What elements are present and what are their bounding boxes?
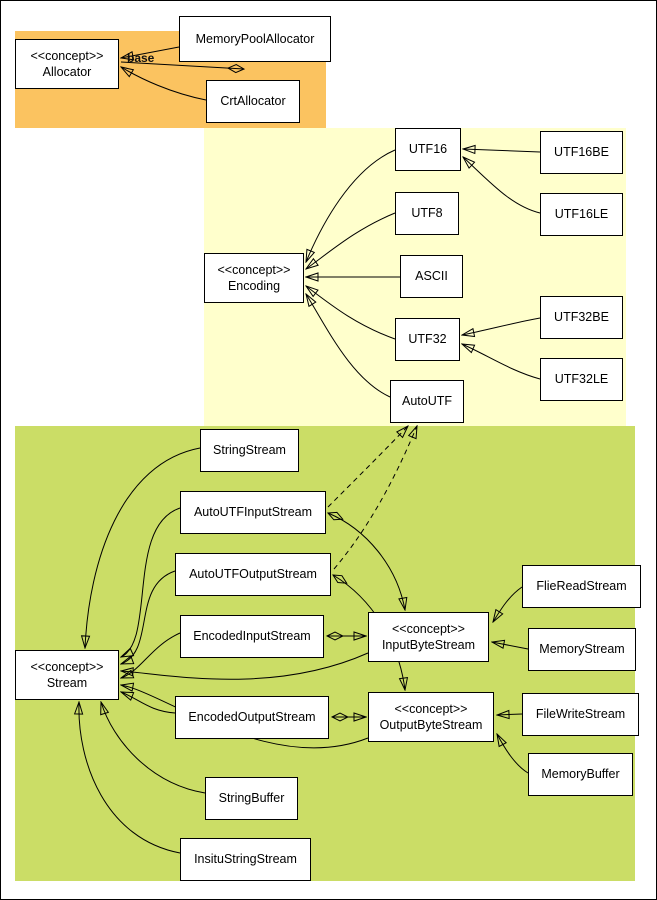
node-insitu-string-stream: InsituStringStream	[180, 838, 311, 881]
node-file-write-stream: FileWriteStream	[522, 693, 639, 736]
node-label: UTF16	[408, 142, 448, 157]
node-label: AutoUTF	[401, 394, 452, 409]
node-label: Encoding	[227, 279, 281, 293]
node-label: UTF16LE	[554, 207, 609, 222]
node-label: MemoryPoolAllocator	[195, 31, 315, 46]
node-utf16le: UTF16LE	[540, 193, 623, 236]
node-label: AutoUTFOutputStream	[189, 567, 317, 582]
edge-encodedoutputstream-stream	[121, 692, 176, 714]
node-stereotype: <<concept>>	[394, 701, 468, 716]
node-flie-read-stream: FlieReadStream	[522, 565, 641, 608]
node-memory-stream: MemoryStream	[528, 628, 636, 671]
edge-autoutf-encoding	[306, 294, 391, 398]
node-label: CrtAllocator	[220, 94, 286, 109]
node-ascii: ASCII	[400, 255, 463, 298]
node-label: MemoryBuffer	[541, 767, 620, 782]
node-autoutf-output-stream: AutoUTFOutputStream	[175, 553, 331, 596]
node-label: FileWriteStream	[535, 707, 626, 722]
node-label: MemoryStream	[539, 642, 625, 657]
edge-utf16be-utf16	[463, 149, 541, 152]
node-label: UTF32	[408, 332, 447, 347]
node-utf16: UTF16	[395, 128, 461, 171]
node-memory-buffer: MemoryBuffer	[528, 753, 633, 796]
node-label: EncodedInputStream	[193, 629, 311, 644]
node-stream-concept: <<concept>> Stream	[15, 650, 119, 700]
edge-crtallocator-allocator-realization	[121, 67, 207, 101]
node-utf32: UTF32	[395, 318, 460, 361]
node-autoutf: AutoUTF	[390, 380, 464, 423]
node-utf8: UTF8	[395, 192, 459, 235]
node-encoding-concept: <<concept>> Encoding	[204, 253, 304, 303]
edge-insitustringstream-stream	[79, 702, 181, 854]
node-label: StringStream	[213, 443, 286, 458]
node-label: UTF16BE	[554, 145, 609, 160]
node-label: AutoUTFInputStream	[193, 505, 313, 520]
edge-fliereadstream-inputbytestream	[493, 586, 523, 622]
node-crt-allocator: CrtAllocator	[206, 80, 300, 123]
edge-memorybuffer-outputbytestream	[497, 734, 529, 774]
edge-autoutfinputstream-stream	[121, 507, 181, 657]
edge-filewritestream-outputbytestream	[497, 714, 523, 715]
edge-utf8-encoding	[306, 212, 396, 269]
node-encoded-input-stream: EncodedInputStream	[180, 615, 324, 658]
edge-autoutfoutputstream-autoutf-dependency	[333, 426, 417, 570]
node-memory-pool-allocator: MemoryPoolAllocator	[179, 16, 331, 62]
edge-inputbytestream-stream	[121, 652, 369, 680]
edge-autoutfinputstream-autoutf-dependency	[327, 426, 408, 508]
node-label: FlieReadStream	[536, 579, 627, 594]
edge-autoutfoutputstream-stream	[121, 570, 176, 664]
node-utf32le: UTF32LE	[540, 358, 623, 401]
node-string-buffer: StringBuffer	[205, 777, 298, 820]
base-edge-label: base	[127, 51, 155, 65]
node-label: Allocator	[42, 65, 92, 79]
node-stereotype: <<concept>>	[217, 262, 291, 277]
node-utf32be: UTF32BE	[540, 296, 623, 339]
node-string-stream: StringStream	[200, 429, 299, 472]
node-label: StringBuffer	[218, 791, 285, 806]
node-label: EncodedOutputStream	[188, 710, 316, 725]
edge-stringbuffer-stream	[101, 702, 206, 794]
node-label: UTF8	[411, 206, 443, 221]
node-stereotype: <<concept>>	[392, 621, 465, 636]
edge-memorystream-inputbytestream	[492, 642, 529, 650]
edge-mempoolallocator-allocator-base-aggregation	[120, 61, 244, 69]
edge-utf32be-utf32	[462, 317, 541, 335]
node-label: Stream	[46, 676, 88, 690]
edge-mempoolallocator-allocator-realization	[121, 46, 180, 58]
node-allocator-concept: <<concept>> Allocator	[15, 39, 119, 89]
node-autoutf-input-stream: AutoUTFInputStream	[180, 491, 326, 534]
edge-utf16le-utf16	[463, 157, 541, 214]
node-label: InsituStringStream	[194, 852, 297, 867]
edge-utf32le-utf32	[462, 344, 541, 380]
node-label: ASCII	[415, 269, 448, 284]
edge-utf16-encoding	[306, 149, 396, 262]
edge-utf32-encoding	[306, 286, 396, 340]
edge-stringstream-stream	[85, 447, 201, 648]
node-label: InputByteStream	[381, 638, 476, 652]
node-input-byte-stream-concept: <<concept>> InputByteStream	[368, 612, 489, 662]
node-utf16be: UTF16BE	[540, 131, 623, 174]
node-stereotype: <<concept>>	[30, 659, 104, 674]
node-stereotype: <<concept>>	[30, 48, 104, 63]
edge-encodedinputstream-stream	[121, 632, 181, 678]
node-label: UTF32BE	[554, 310, 609, 325]
node-label: OutputByteStream	[379, 718, 483, 732]
node-output-byte-stream-concept: <<concept>> OutputByteStream	[368, 692, 494, 742]
node-encoded-output-stream: EncodedOutputStream	[175, 696, 329, 739]
node-label: UTF32LE	[554, 372, 609, 387]
